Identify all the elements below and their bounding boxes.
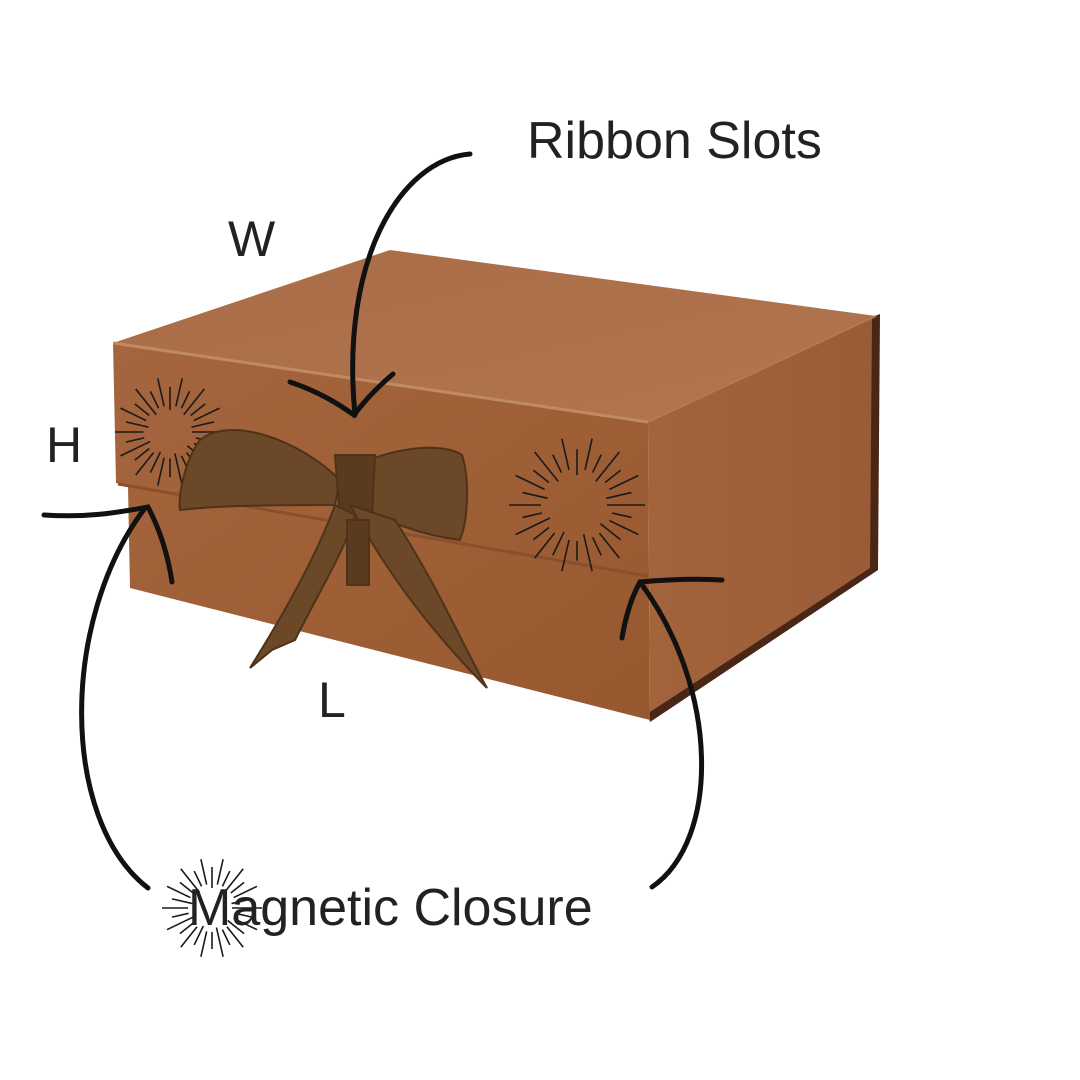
width-label: W [228,211,276,267]
magnetic-closure-arrow-left [79,505,151,891]
box-side [648,318,872,712]
annotation-arrows [41,151,725,891]
right-starburst-icon [509,438,645,572]
height-label: H [46,417,83,473]
ribbon-slots-arrow [350,151,473,418]
ribbon-bow [178,429,488,689]
label-starburst-icon [162,859,262,957]
box-top [113,250,876,422]
magnetic-closure-label: Magnetic Closure [188,879,593,937]
ribbon-slots-label: Ribbon Slots [527,112,822,170]
length-label: L [318,672,346,728]
magnetic-closure-arrow-right [637,579,704,890]
